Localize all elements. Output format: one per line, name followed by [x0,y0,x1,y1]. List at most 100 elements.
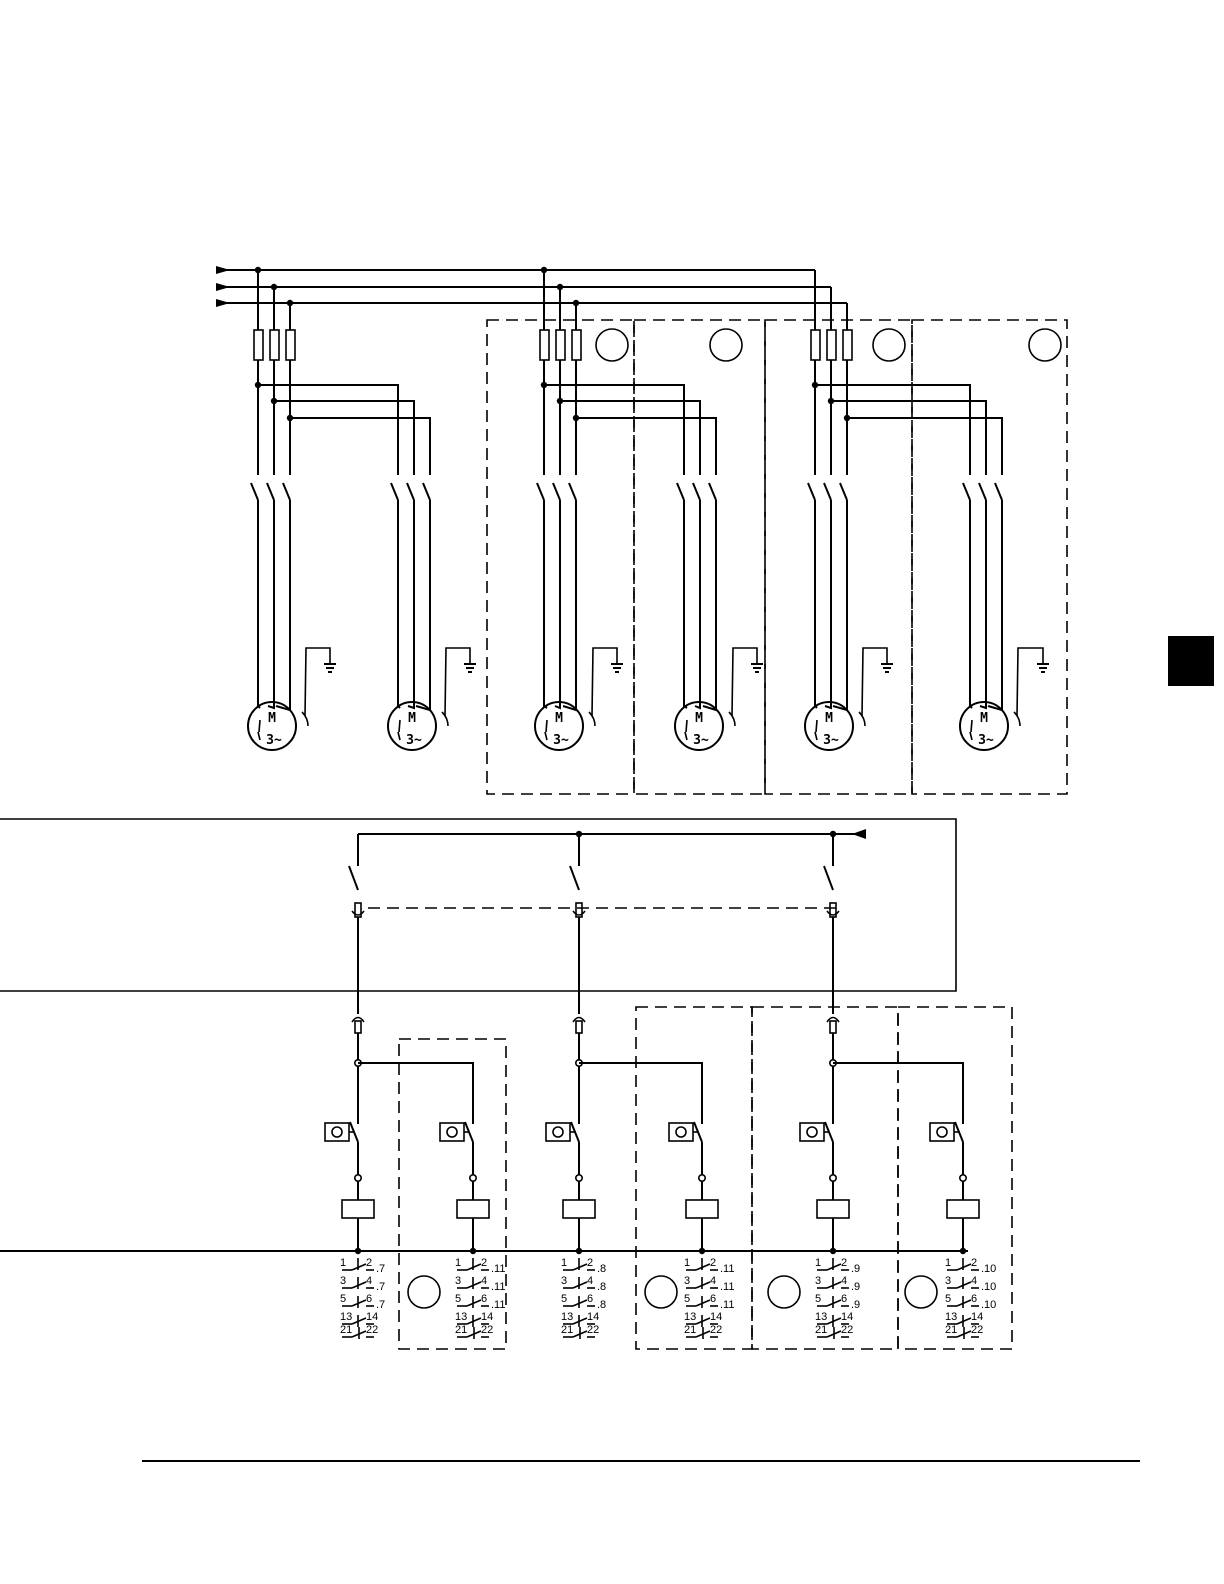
pushbutton-box [930,1123,954,1141]
switch-coupling [573,911,585,915]
motor-mark [971,720,972,732]
terminal-number: 2 [366,1257,372,1269]
terminal-number: 3 [815,1275,821,1287]
earth-lead [305,648,330,716]
fuse [827,330,836,360]
tap-conductor [815,385,970,475]
terminal-number: 21 [340,1324,352,1336]
marker-circle [873,329,905,361]
isolator-blade [569,483,576,500]
tap-conductor [831,401,986,475]
switch-blade [349,866,358,890]
supply-arrow [216,299,230,307]
contact-blade [467,1264,481,1270]
contact-blade [352,1264,366,1270]
terminal-number: 21 [455,1324,467,1336]
contactor-coil [947,1200,979,1218]
marker-circle [768,1276,800,1308]
pushbutton-knob [332,1127,342,1137]
contact-blade [573,1318,587,1324]
terminal-number: 4 [841,1275,847,1287]
control-wire [579,1063,702,1124]
terminal-number: 5 [340,1293,346,1305]
terminal-number: 5 [815,1293,821,1305]
terminal-number: 22 [971,1324,983,1336]
contact-blade [696,1300,710,1306]
terminal-number: 6 [481,1293,487,1305]
terminal-number: 1 [340,1257,346,1269]
contactor-coil [342,1200,374,1218]
switch-coupling [352,911,364,915]
terminal-number: 1 [945,1257,951,1269]
fuse-element [576,1021,582,1033]
fuse [286,330,295,360]
motor-label: M [408,711,416,726]
cross-reference: .11 [720,1263,734,1275]
contact-blade [573,1264,587,1270]
isolator-blade [267,483,274,500]
junction-dot [355,1248,361,1254]
motor-mark [398,732,400,740]
terminal-dot [699,1175,705,1181]
terminal-number: 2 [710,1257,716,1269]
terminal-number: 1 [455,1257,461,1269]
terminal-number: 4 [366,1275,372,1287]
motor-phase-label: 3~ [553,733,569,748]
terminal-number: 2 [841,1257,847,1269]
fuse [811,330,820,360]
isolator-blade [251,483,258,500]
motor-mark [970,732,972,740]
terminal-dot [830,1175,836,1181]
terminal-number: 4 [481,1275,487,1287]
marker-circle [1029,329,1061,361]
terminal-number: 5 [455,1293,461,1305]
isolator-blade [537,483,544,500]
contactor-coil [686,1200,718,1218]
marker-circle [408,1276,440,1308]
enclosure-box [898,1007,1012,1349]
switch-blade [570,866,579,890]
cross-reference: .10 [981,1299,996,1311]
isolator-blade [840,483,847,500]
earth-lead [592,648,617,716]
contactor-coil [457,1200,489,1218]
supply-arrow [852,829,866,839]
fuse [540,330,549,360]
control-wire [358,1063,473,1124]
pushbutton-knob [553,1127,563,1137]
terminal-number: 13 [815,1311,827,1323]
terminal-number: 22 [481,1324,493,1336]
terminal-number: 13 [945,1311,957,1323]
terminal-number: 3 [684,1275,690,1287]
fuse [572,330,581,360]
motor-label: M [695,711,703,726]
terminal-number: 13 [455,1311,467,1323]
earth-lead [1017,648,1043,716]
isolator-blade [709,483,716,500]
junction-dot [960,1248,966,1254]
tap-conductor [274,401,414,475]
earth-lead [732,648,757,716]
cross-reference: .11 [491,1299,505,1311]
terminal-number: 13 [561,1311,573,1323]
isolator-blade [693,483,700,500]
cross-reference: .7 [376,1299,385,1311]
pushbutton-box [440,1123,464,1141]
supply-arrow [216,283,230,291]
cross-reference: .10 [981,1263,996,1275]
junction-dot [255,267,261,273]
switch-blade [824,866,833,890]
motor-phase-label: 3~ [406,733,422,748]
junction-dot [557,284,563,290]
power-circuit: M3~M3~M3~M3~M3~M3~ [216,266,1067,794]
contact-blade [573,1300,587,1306]
fuse-element [355,1021,361,1033]
tap-conductor [847,418,1002,475]
motor-phase-label: 3~ [693,733,709,748]
terminal-number: 2 [481,1257,487,1269]
terminal-dot [576,1175,582,1181]
motor-mark [685,732,687,740]
junction-dot [541,267,547,273]
cross-reference: .9 [851,1299,860,1311]
